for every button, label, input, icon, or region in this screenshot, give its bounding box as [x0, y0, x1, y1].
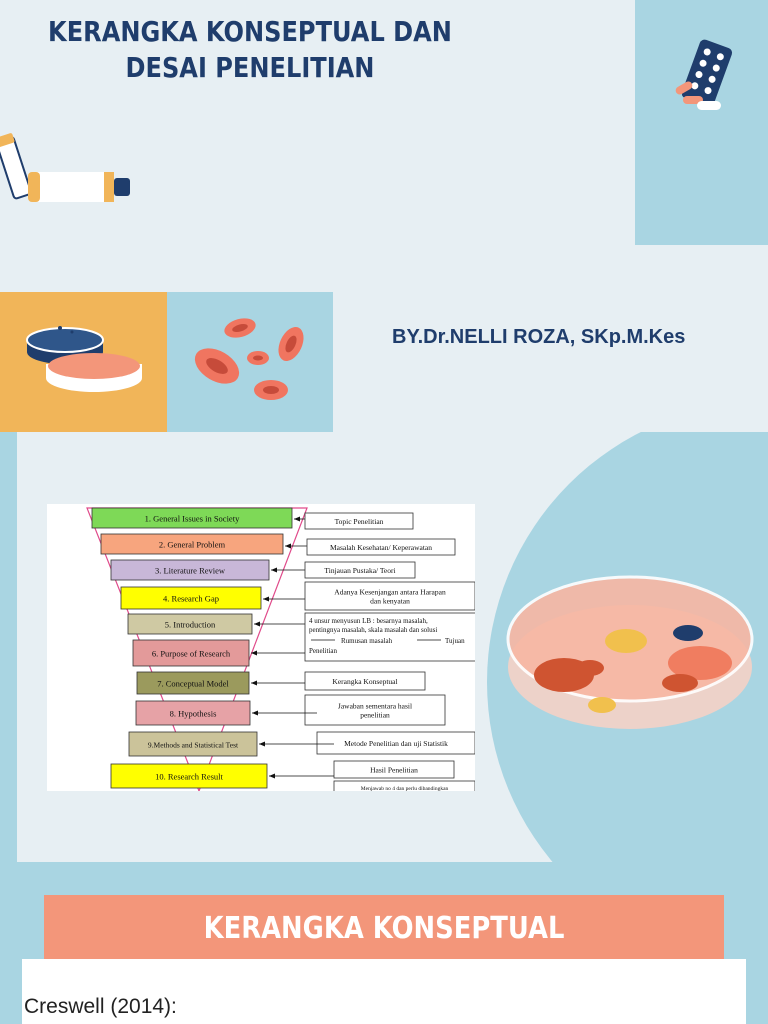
note-box [304, 694, 446, 726]
note-box [333, 760, 455, 779]
note-box [304, 671, 426, 691]
arrow-head [263, 596, 269, 602]
step-label: 9.Methods and Statistical Test [148, 741, 239, 750]
arrow-head [294, 516, 300, 522]
body-card: Creswell (2014): [22, 959, 746, 1024]
step-box [128, 731, 258, 757]
blue-tile [167, 292, 333, 432]
note-box [316, 731, 475, 755]
note-box [304, 512, 414, 530]
note-text: dan kenyatan [370, 597, 410, 606]
arrow-head [252, 710, 258, 716]
step-box [110, 763, 268, 789]
framework-step: 6. Purpose of Research [132, 639, 250, 667]
orange-tile [0, 292, 167, 432]
note-text: Tinjauan Pustaka/ Teori [324, 566, 395, 575]
note-text: Hasil Penelitian [370, 766, 418, 775]
note-text: Penelitian [309, 647, 337, 655]
body-text: Creswell (2014): [24, 995, 177, 1018]
note-text: Adanya Kesenjangan antara Harapan [334, 588, 446, 597]
step-box [120, 586, 262, 610]
framework-note: Kerangka Konseptual [251, 650, 426, 691]
framework-step: 3. Literature Review [110, 559, 270, 581]
title-line-2: DESAI PENELITIAN [125, 51, 375, 84]
arrow-head [285, 543, 291, 549]
author-byline: BY.Dr.NELLI ROZA, SKp.M.Kes [392, 326, 686, 348]
step-label: 6. Purpose of Research [152, 649, 231, 659]
arrow-head [251, 680, 257, 686]
note-text: Menjawab no 4 dan perlu dibandingkan [361, 786, 449, 791]
note-box [304, 581, 475, 611]
top-right-panel [635, 0, 768, 245]
note-text: Kerangka Konseptual [332, 677, 397, 686]
framework-note: Metode Penelitian dan uji Statistik [252, 710, 475, 755]
framework-note: Topic Penelitian [294, 512, 414, 530]
note-box [304, 612, 475, 662]
step-label: 7. Conceptual Model [157, 679, 229, 689]
step-box [110, 559, 270, 581]
framework-step: 1. General Issues in Society [91, 507, 293, 529]
blood-cells-icon [194, 318, 304, 400]
note-box [306, 538, 456, 556]
framework-step: 9.Methods and Statistical Test [128, 731, 258, 757]
step-label: 10. Research Result [155, 772, 223, 782]
note-text: 4 unsur menyusun LB : besarnya masalah, [309, 617, 428, 625]
framework-note: 4 unsur menyusun LB : besarnya masalah,p… [254, 612, 475, 662]
arrow-head [259, 741, 265, 747]
step-box [132, 639, 250, 667]
arrow-head [254, 621, 260, 627]
note-text: penelitian [360, 711, 390, 720]
step-label: 4. Research Gap [163, 594, 219, 604]
framework-step: 7. Conceptual Model [136, 671, 250, 695]
note-text: pentingnya masalah, skala masalah dan so… [309, 626, 437, 634]
arrow-head [251, 650, 257, 656]
framework-step: 2. General Problem [100, 533, 284, 555]
step-box [91, 507, 293, 529]
framework-step: 4. Research Gap [120, 586, 262, 610]
document-title: KERANGKA KONSEPTUAL DAN DESAI PENELITIAN [35, 14, 465, 86]
framework-step: 5. Introduction [127, 613, 253, 635]
framework-note: Masalah Kesehatan/ Keperawatan [285, 538, 456, 556]
diagram-canvas: 1. General Issues in Society 2. General P… [86, 507, 475, 791]
note-text: Jawaban sementara hasil [338, 702, 412, 711]
note-text: Rumusan masalah [341, 637, 393, 645]
section-header: KERANGKA KONSEPTUAL [44, 895, 724, 965]
note-text: Tujuan [445, 637, 465, 645]
inhaler-icon [0, 133, 130, 202]
framework-note: Hasil Penelitian [259, 741, 455, 779]
note-box [304, 561, 416, 579]
step-label: 1. General Issues in Society [145, 514, 240, 524]
note-text: Metode Penelitian dan uji Statistik [344, 739, 448, 748]
arrow-head [271, 567, 277, 573]
title-line-1: KERANGKA KONSEPTUAL DAN [48, 15, 452, 48]
framework-step: 10. Research Result [110, 763, 268, 789]
step-label: 5. Introduction [165, 620, 216, 630]
note-text: Masalah Kesehatan/ Keperawatan [330, 543, 432, 552]
framework-step: 8. Hypothesis [135, 700, 251, 726]
step-label: 2. General Problem [159, 540, 226, 550]
step-box [100, 533, 284, 555]
framework-note: Tinjauan Pustaka/ Teori [271, 561, 416, 579]
petri-dish-icon [506, 575, 754, 729]
step-label: 3. Literature Review [155, 566, 226, 576]
pill-blister-icon [675, 39, 733, 110]
arrow-head [269, 773, 275, 779]
section-title: KERANGKA KONSEPTUAL [203, 911, 565, 946]
note-text: Topic Penelitian [335, 517, 384, 526]
note-box [333, 780, 475, 791]
research-framework-diagram: 1. General Issues in Society 2. General P… [47, 504, 475, 791]
step-label: 8. Hypothesis [170, 709, 217, 719]
step-box [127, 613, 253, 635]
framework-note: Menjawab no 4 dan perlu dibandingkan [269, 773, 475, 791]
step-box [136, 671, 250, 695]
step-box [135, 700, 251, 726]
petri-dishes-icon [26, 326, 142, 392]
